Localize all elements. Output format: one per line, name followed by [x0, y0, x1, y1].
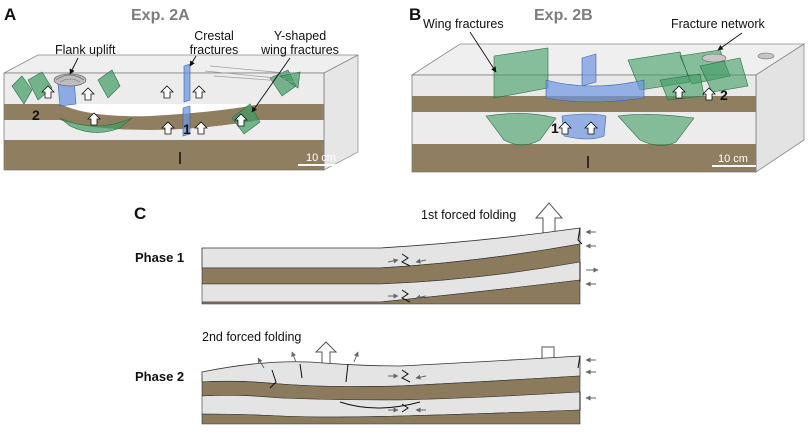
phase-2-fractures	[269, 355, 581, 413]
leader-fracture-network	[717, 32, 743, 51]
block-a-outline	[3, 72, 325, 171]
marker-1-a: 1	[183, 121, 191, 137]
phase-1-fractures	[401, 227, 583, 303]
leader-crestal	[189, 55, 197, 67]
model-block-b: 1 2 10 cm	[410, 43, 806, 173]
marker-2-b: 2	[720, 87, 728, 103]
panel-a-title: Exp. 2A	[131, 7, 190, 24]
phase-1-annotation: 1st forced folding	[421, 208, 516, 222]
phase-2: Phase 2 2nd forced folding	[135, 330, 596, 425]
phase-2-label: Phase 2	[135, 369, 184, 384]
scale-bar-b-label: 10 cm	[718, 153, 748, 165]
uplift-arrows-b	[558, 85, 716, 135]
phase-1: Phase 1 1st forced folding	[135, 202, 599, 305]
block-b-sand-base	[412, 144, 756, 172]
label-fracture-network: Fracture network	[671, 17, 766, 31]
fracture-network-disks	[701, 52, 775, 63]
label-wing-1: Y-shaped	[274, 29, 326, 43]
model-block-a: 1 2 10 cm	[3, 54, 359, 171]
phase-1-label: Phase 1	[135, 250, 184, 265]
scale-bar-a: 10 cm	[298, 152, 342, 166]
phase-2-annotation: 2nd forced folding	[202, 330, 301, 344]
marker-1-b: 1	[551, 120, 559, 136]
panel-a: A Exp. 2A	[3, 5, 359, 171]
scale-bar-a-label: 10 cm	[306, 152, 336, 164]
scale-bar-b: 10 cm	[712, 153, 756, 167]
block-a-top-face	[3, 54, 359, 74]
panel-b: B Exp. 2B	[409, 5, 806, 173]
leader-wing-fractures	[469, 31, 497, 73]
block-a-sand-base	[4, 140, 324, 170]
phase-2-stress-arrows	[257, 351, 596, 413]
marker-2-a: 2	[32, 107, 40, 123]
panel-c: C Phase 1 1st forced folding	[134, 202, 599, 425]
surface-lines-a	[204, 65, 297, 83]
uplift-arrows-a	[41, 85, 248, 135]
panel-c-letter: C	[134, 204, 146, 223]
panel-b-title: Exp. 2B	[534, 7, 593, 24]
leader-wing	[251, 57, 291, 113]
leader-flank-uplift	[69, 57, 79, 75]
flank-uplift-dome	[53, 73, 87, 87]
block-b-top-face	[410, 43, 806, 76]
blue-fractures-b	[545, 53, 645, 140]
label-wing-2: wing fractures	[260, 43, 339, 57]
label-crestal-1: Crestal	[194, 29, 234, 43]
panel-a-letter: A	[4, 5, 16, 24]
phase-2-layer-base-sand	[201, 409, 581, 425]
label-crestal-2: fractures	[190, 43, 239, 57]
panel-b-letter: B	[409, 5, 421, 24]
label-flank-uplift: Flank uplift	[55, 43, 116, 57]
phase-1-stress-arrows	[387, 229, 599, 300]
label-wing-fractures: Wing fractures	[423, 17, 504, 31]
